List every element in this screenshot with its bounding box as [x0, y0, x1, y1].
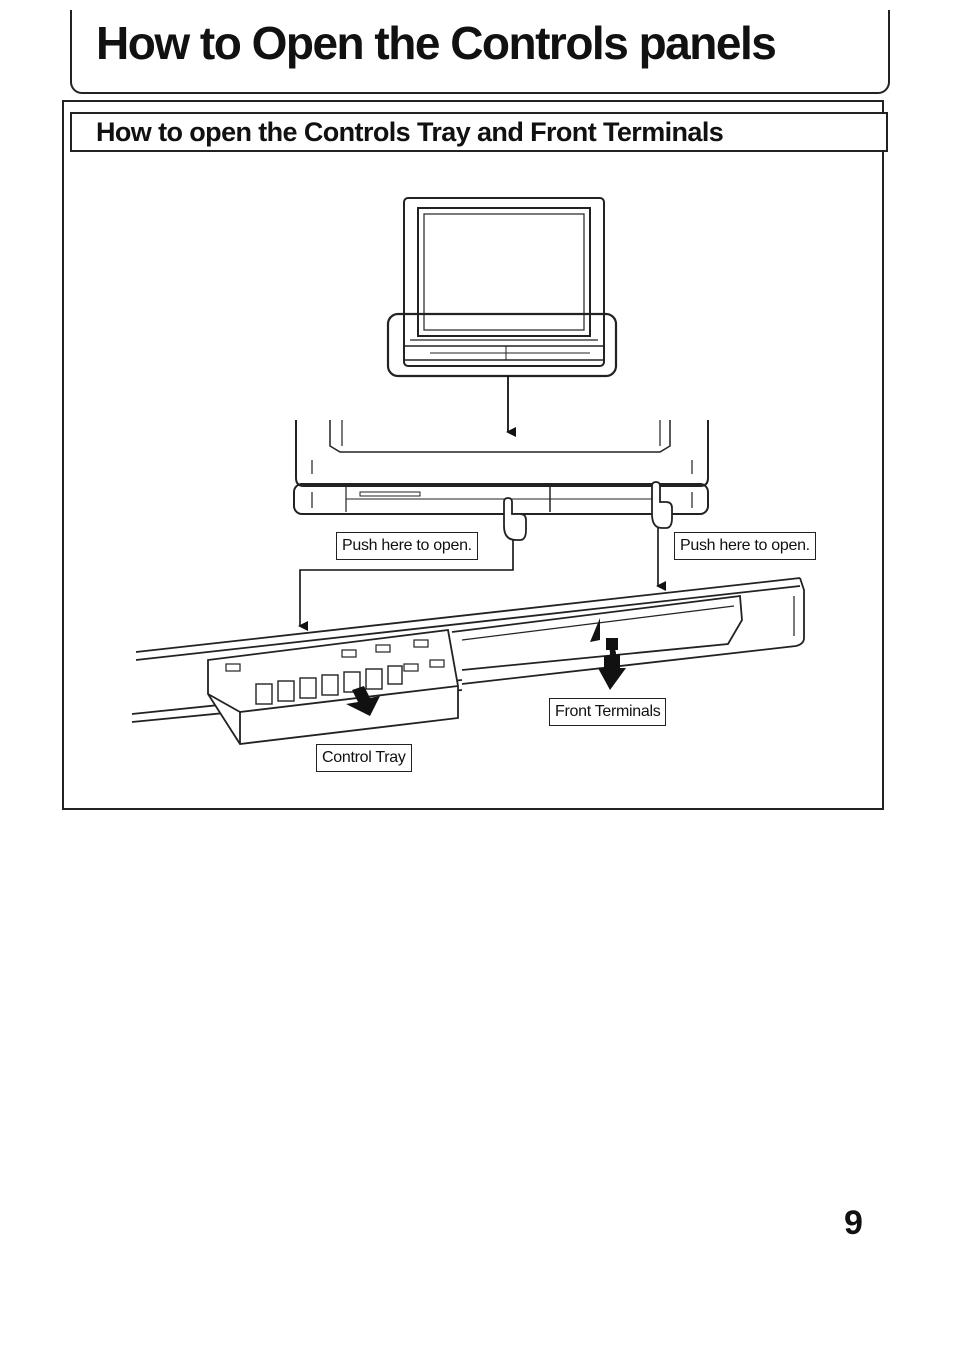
section-title: How to open the Controls Tray and Front …: [96, 117, 724, 147]
tv-bottom-closeup: [293, 420, 709, 515]
tv-front-icon: [386, 197, 618, 378]
front-terminals-label: Front Terminals: [549, 698, 667, 726]
control-tray-drawing: [207, 629, 459, 745]
page-title: How to Open the Controls panels: [96, 17, 777, 69]
terminal-arrow-icon: [590, 618, 626, 690]
tv-front-perspective: [131, 577, 805, 723]
section-box: [62, 100, 884, 810]
push-here-label-right: Push here to open.: [674, 532, 816, 560]
control-tray-label: Control Tray: [316, 744, 412, 772]
title-frame: [70, 10, 890, 94]
push-here-label-left: Push here to open.: [336, 532, 478, 560]
pointing-hand-icon: [503, 481, 673, 541]
page-number: 9: [844, 1204, 863, 1242]
tray-arrow-icon: [346, 686, 380, 716]
section-header: How to open the Controls Tray and Front …: [70, 112, 888, 152]
